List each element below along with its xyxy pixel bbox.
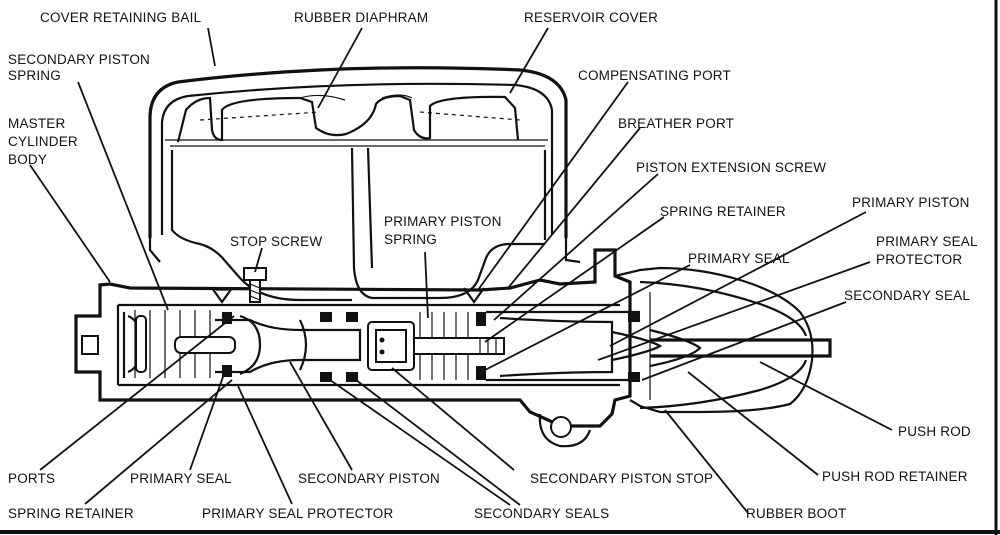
leader-lines <box>29 27 893 514</box>
labels: COVER RETAINING BAIL RUBBER DIAPHRAM RES… <box>8 10 978 521</box>
stop-screw <box>243 267 267 303</box>
label-primary-seal-top: PRIMARY SEAL <box>688 251 790 266</box>
label-primary-seal-protector-right-line2: PROTECTOR <box>876 252 962 267</box>
label-secondary-seals: SECONDARY SEALS <box>474 506 609 521</box>
label-primary-piston-spring-line2: SPRING <box>384 232 437 247</box>
reservoir <box>148 66 581 302</box>
label-primary-seal-protector-right-line1: PRIMARY SEAL <box>876 234 978 249</box>
seals <box>222 312 640 382</box>
label-rubber-boot: RUBBER BOOT <box>746 506 846 521</box>
label-push-rod-retainer: PUSH ROD RETAINER <box>822 469 968 484</box>
label-breather-port: BREATHER PORT <box>618 116 734 131</box>
label-push-rod: PUSH ROD <box>898 424 971 439</box>
label-primary-seal-protector-bottom: PRIMARY SEAL PROTECTOR <box>202 506 393 521</box>
label-spring-retainer-bottom: SPRING RETAINER <box>8 506 134 521</box>
master-cylinder-body <box>74 248 814 448</box>
label-master-cylinder-body-line2: CYLINDER <box>8 134 78 149</box>
label-compensating-port: COMPENSATING PORT <box>578 68 731 83</box>
label-stop-screw: STOP SCREW <box>230 234 322 249</box>
label-master-cylinder-body-line1: MASTER <box>8 116 66 131</box>
label-secondary-piston-spring-line2: SPRING <box>8 68 61 83</box>
label-primary-piston-spring-line1: PRIMARY PISTON <box>384 214 502 229</box>
label-secondary-seal-right: SECONDARY SEAL <box>844 288 970 303</box>
label-piston-extension-screw: PISTON EXTENSION SCREW <box>636 160 826 175</box>
label-secondary-piston-stop: SECONDARY PISTON STOP <box>530 471 713 486</box>
label-cover-retaining-bail: COVER RETAINING BAIL <box>40 10 202 25</box>
label-spring-retainer-top: SPRING RETAINER <box>660 204 786 219</box>
secondary-piston <box>174 314 362 376</box>
label-secondary-piston-spring-line1: SECONDARY PISTON <box>8 52 150 67</box>
label-reservoir-cover: RESERVOIR COVER <box>524 10 658 25</box>
primary-piston-spring <box>367 312 505 380</box>
push-rod <box>649 328 832 368</box>
label-master-cylinder-body-line3: BODY <box>8 152 47 167</box>
rubber-boot <box>639 280 808 410</box>
secondary-piston-spring <box>127 310 211 378</box>
primary-piston <box>486 310 663 382</box>
label-ports: PORTS <box>8 471 55 486</box>
label-primary-piston-right: PRIMARY PISTON <box>852 195 970 210</box>
label-rubber-diaphram: RUBBER DIAPHRAM <box>294 10 428 25</box>
reservoir-cover <box>160 82 554 235</box>
label-primary-seal-bottom: PRIMARY SEAL <box>130 471 232 486</box>
rubber-diaphram <box>176 94 520 143</box>
cover-retaining-bail <box>148 66 568 238</box>
label-secondary-piston: SECONDARY PISTON <box>298 471 440 486</box>
